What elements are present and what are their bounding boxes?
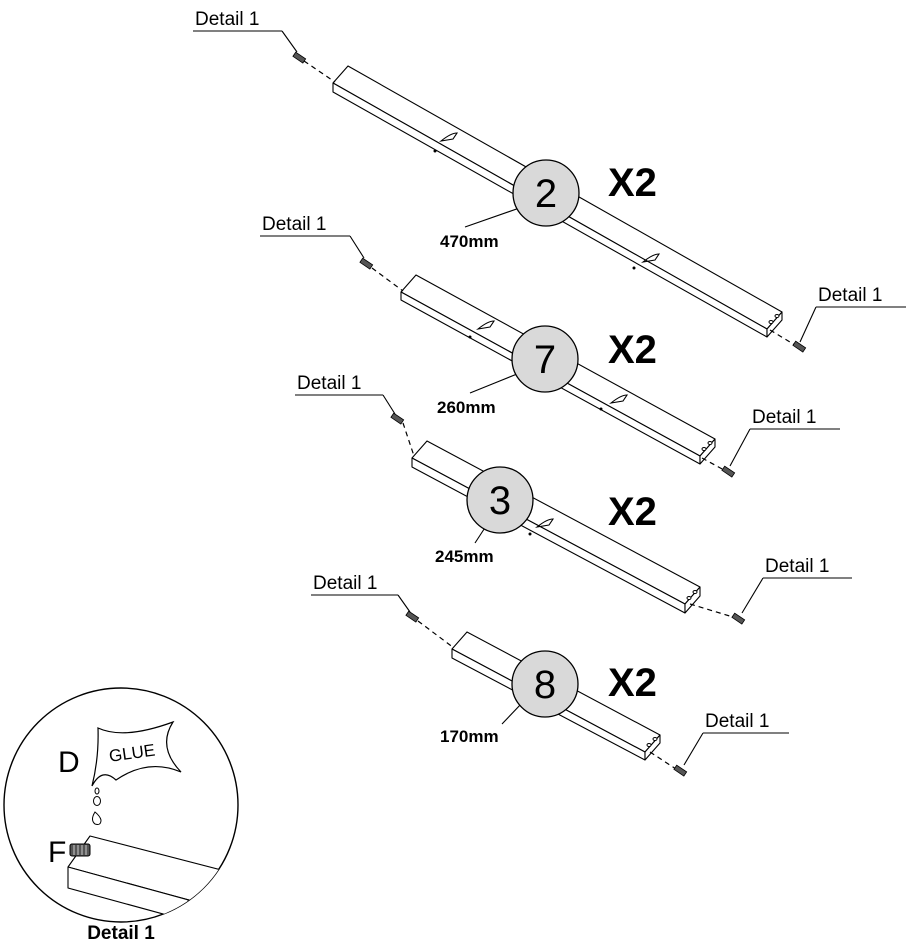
dowel-part3-right: [689, 603, 746, 625]
part-number-badge: [512, 159, 580, 227]
length-label: 260mm: [437, 398, 496, 417]
dowel-part2-right: [769, 329, 807, 353]
quantity-label: X2: [608, 328, 657, 372]
glue-drop: [93, 796, 101, 806]
part-number-badge: [511, 650, 579, 718]
quantity-label: X2: [608, 161, 657, 205]
part-number-badge: [511, 325, 579, 393]
detail-label-part7-right: Detail 1: [729, 407, 840, 467]
dowel-part7-right: [701, 457, 736, 478]
detail-label-part3-right: Detail 1: [741, 556, 852, 614]
glue-drop: [94, 787, 100, 795]
detail-label-part3-left: Detail 1: [295, 373, 396, 415]
quantity-label: X2: [608, 661, 657, 705]
detail-inset: GLUE D F Detail 1: [3, 687, 239, 944]
detail-label-part8-right: Detail 1: [683, 711, 789, 766]
dowel-part2-left: [292, 51, 336, 83]
detail-label: Detail 1: [705, 711, 769, 732]
glue-drop: [92, 811, 102, 825]
part-number: 7: [534, 338, 556, 382]
glue-letter: D: [58, 746, 80, 779]
part-3-callouts: 3 X2 245mm: [435, 466, 657, 566]
part-2-callouts: 2 X2 470mm: [440, 159, 657, 251]
length-label: 245mm: [435, 547, 494, 566]
part-7-callouts: 7 X2 260mm: [437, 325, 657, 417]
detail-label-part2-right: Detail 1: [799, 285, 906, 343]
detail-label: Detail 1: [313, 573, 377, 594]
detail-label: Detail 1: [818, 285, 882, 306]
length-label: 470mm: [440, 232, 499, 251]
glue-bottle: [91, 720, 182, 787]
detail-label: Detail 1: [765, 556, 829, 577]
length-label: 170mm: [440, 727, 499, 746]
dowel-part8-right: [649, 751, 688, 777]
dowel-part8-left: [405, 610, 455, 649]
part-8-callouts: 8 X2 170mm: [440, 650, 657, 746]
dowel-part3-left: [390, 412, 415, 457]
dowel-icon: [69, 843, 91, 857]
detail-label: Detail 1: [195, 9, 259, 30]
detail-label: Detail 1: [752, 407, 816, 428]
detail-label-part7-left: Detail 1: [260, 214, 365, 259]
dowel-part7-left: [359, 257, 404, 292]
detail-label: Detail 1: [297, 373, 361, 394]
part-number: 2: [535, 172, 557, 216]
detail-label-part2-left: Detail 1: [193, 9, 298, 53]
detail-title: Detail 1: [87, 923, 155, 944]
dowel-letter: F: [48, 836, 66, 869]
part-number: 8: [534, 663, 556, 707]
part-number-badge: [466, 466, 534, 534]
part-number: 3: [489, 479, 511, 523]
quantity-label: X2: [608, 490, 657, 534]
detail-label-part8-left: Detail 1: [311, 573, 411, 613]
detail-label: Detail 1: [262, 214, 326, 235]
